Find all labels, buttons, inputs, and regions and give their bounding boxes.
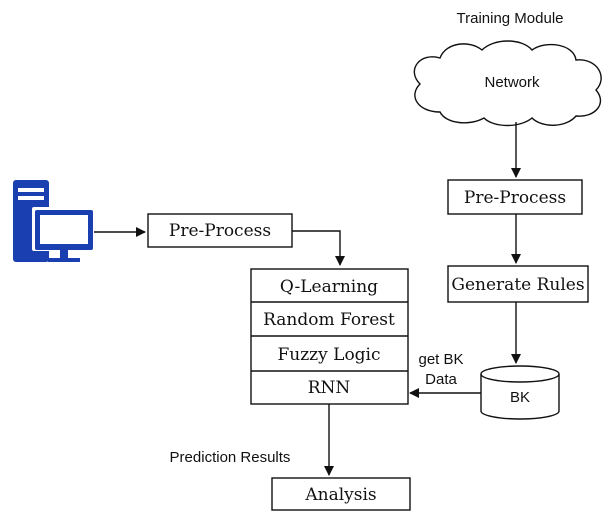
client-preprocess-box: Pre-Process: [147, 213, 293, 248]
prediction-results-label: Prediction Results: [170, 449, 291, 466]
bk-database: BK: [480, 365, 560, 420]
bk-label: BK: [510, 389, 530, 406]
model-stack: Q-Learning Random Forest Fuzzy Logic RNN: [250, 268, 409, 405]
network-cloud: Network: [413, 40, 602, 127]
client-preprocess-label: Pre-Process: [169, 221, 271, 241]
computer-icon: [13, 180, 93, 262]
get-bk-label-line2: Data: [425, 371, 457, 388]
train-preprocess-box: Pre-Process: [447, 179, 583, 215]
network-label: Network: [484, 74, 540, 91]
generate-rules-label: Generate Rules: [451, 275, 584, 295]
fuzzy-logic-label: Fuzzy Logic: [277, 345, 380, 365]
random-forest-label: Random Forest: [263, 310, 395, 330]
generate-rules-box: Generate Rules: [447, 265, 589, 303]
train-preprocess-label: Pre-Process: [464, 188, 566, 208]
analysis-box: Analysis: [271, 477, 411, 511]
get-bk-label-line1: get BK: [418, 351, 463, 368]
rnn-label: RNN: [308, 378, 351, 398]
q-learning-label: Q-Learning: [280, 277, 378, 297]
analysis-label: Analysis: [304, 485, 376, 505]
training-module-title: Training Module: [457, 10, 564, 27]
edge-preprocess-to-models: [292, 230, 345, 266]
